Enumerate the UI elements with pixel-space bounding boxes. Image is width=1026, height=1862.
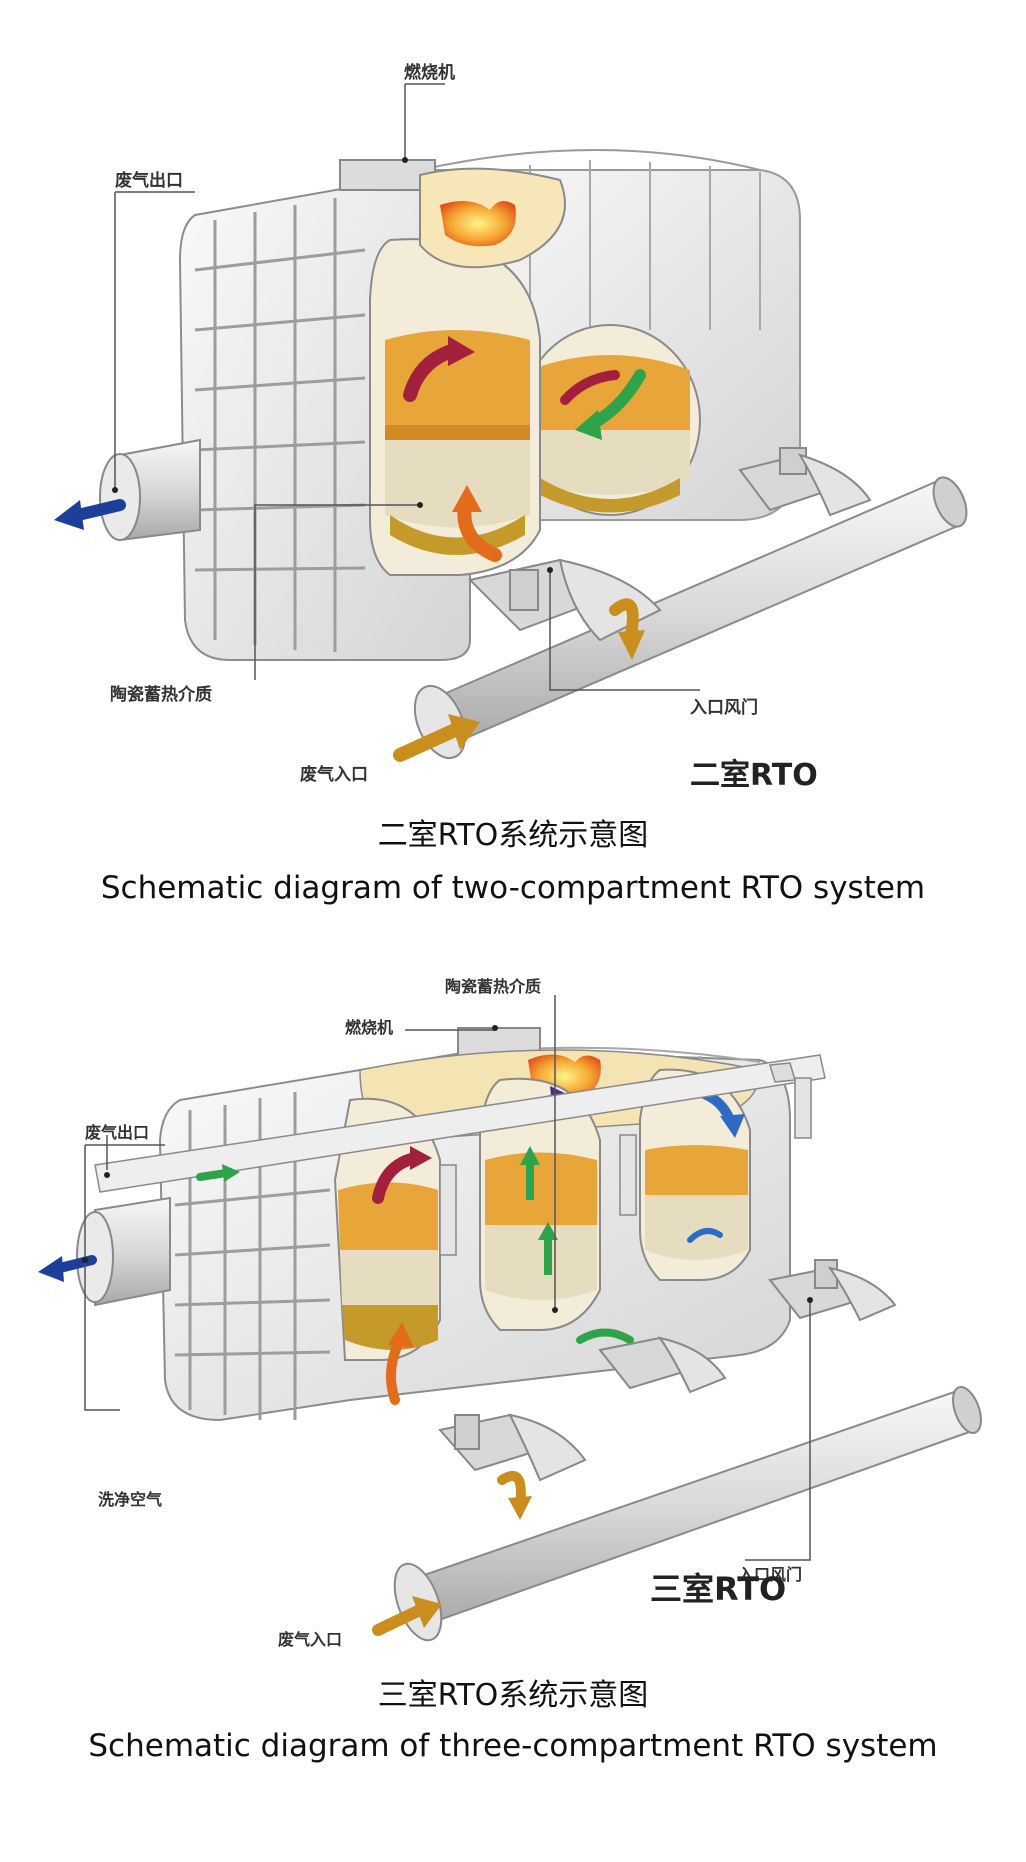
purge-air-arrow-icon [196,1169,230,1181]
label-exhaust-outlet-3: 废气出口 [85,1123,149,1142]
label-exhaust-inlet: 废气入口 [300,764,368,785]
two-compartment-illustration: 燃烧机 废气出口 陶瓷蓄热介质 入口风门 废气入口 二室RTO [54,62,968,793]
burner-unit [339,159,566,269]
exhaust-outlet-pipe [54,438,201,542]
label-ceramic-media-3: 陶瓷蓄热介质 [445,977,541,996]
chamber-3 [639,1068,751,1281]
exhaust-arrow-icon [72,499,126,521]
three-compartment-illustration: 陶瓷蓄热介质 燃烧机 废气出口 洗净空气 入口风门 废气入口 三室RTO [38,977,982,1649]
caption-two-compartment-en: Schematic diagram of two-compartment RTO… [100,870,926,906]
label-inlet-damper: 入口风门 [690,697,758,718]
two-compartment-diagram: 燃烧机 废气出口 陶瓷蓄热介质 入口风门 废气入口 二室RTO [0,0,1026,800]
label-ceramic-media: 陶瓷蓄热介质 [110,684,212,705]
rto-type-badge: 二室RTO [690,758,818,793]
rear-hot-arrow-icon [560,370,620,405]
rear-regenerator-bed [519,324,701,516]
exhaust-inlet-arrow-icon [372,1604,426,1636]
exhaust-outlet-pipe-3 [38,1196,171,1307]
label-exhaust-inlet-3: 废气入口 [278,1630,342,1649]
flow-arrows [403,336,646,562]
green-return-arrow-icon [576,1328,634,1344]
rto-type-badge-3: 三室RTO [650,1570,786,1608]
inlet-manifold [413,447,968,760]
chamber-2 [479,1077,601,1331]
label-burner-3: 燃烧机 [345,1018,393,1037]
label-purge-air: 洗净空气 [98,1490,162,1509]
exhaust-inlet-arrow-icon [393,723,462,762]
leader-lines [114,83,700,691]
caption-two-compartment-cn: 二室RTO系统示意图 [377,818,649,853]
three-compartment-diagram: 陶瓷蓄热介质 燃烧机 废气出口 洗净空气 入口风门 废气入口 三室RTO [0,960,1026,1660]
flame-icon [440,201,516,247]
purge-air-pipe [94,1054,826,1256]
label-inlet-damper-3: 入口风门 [738,1565,802,1584]
label-exhaust-outlet: 废气出口 [115,170,183,191]
caption-three-compartment-cn: 三室RTO系统示意图 [377,1678,649,1713]
front-regenerator-bed [369,238,541,576]
inlet-manifold-3 [393,1259,982,1642]
caption-three-compartment-en: Schematic diagram of three-compartment R… [88,1728,938,1764]
label-burner: 燃烧机 [404,62,455,83]
